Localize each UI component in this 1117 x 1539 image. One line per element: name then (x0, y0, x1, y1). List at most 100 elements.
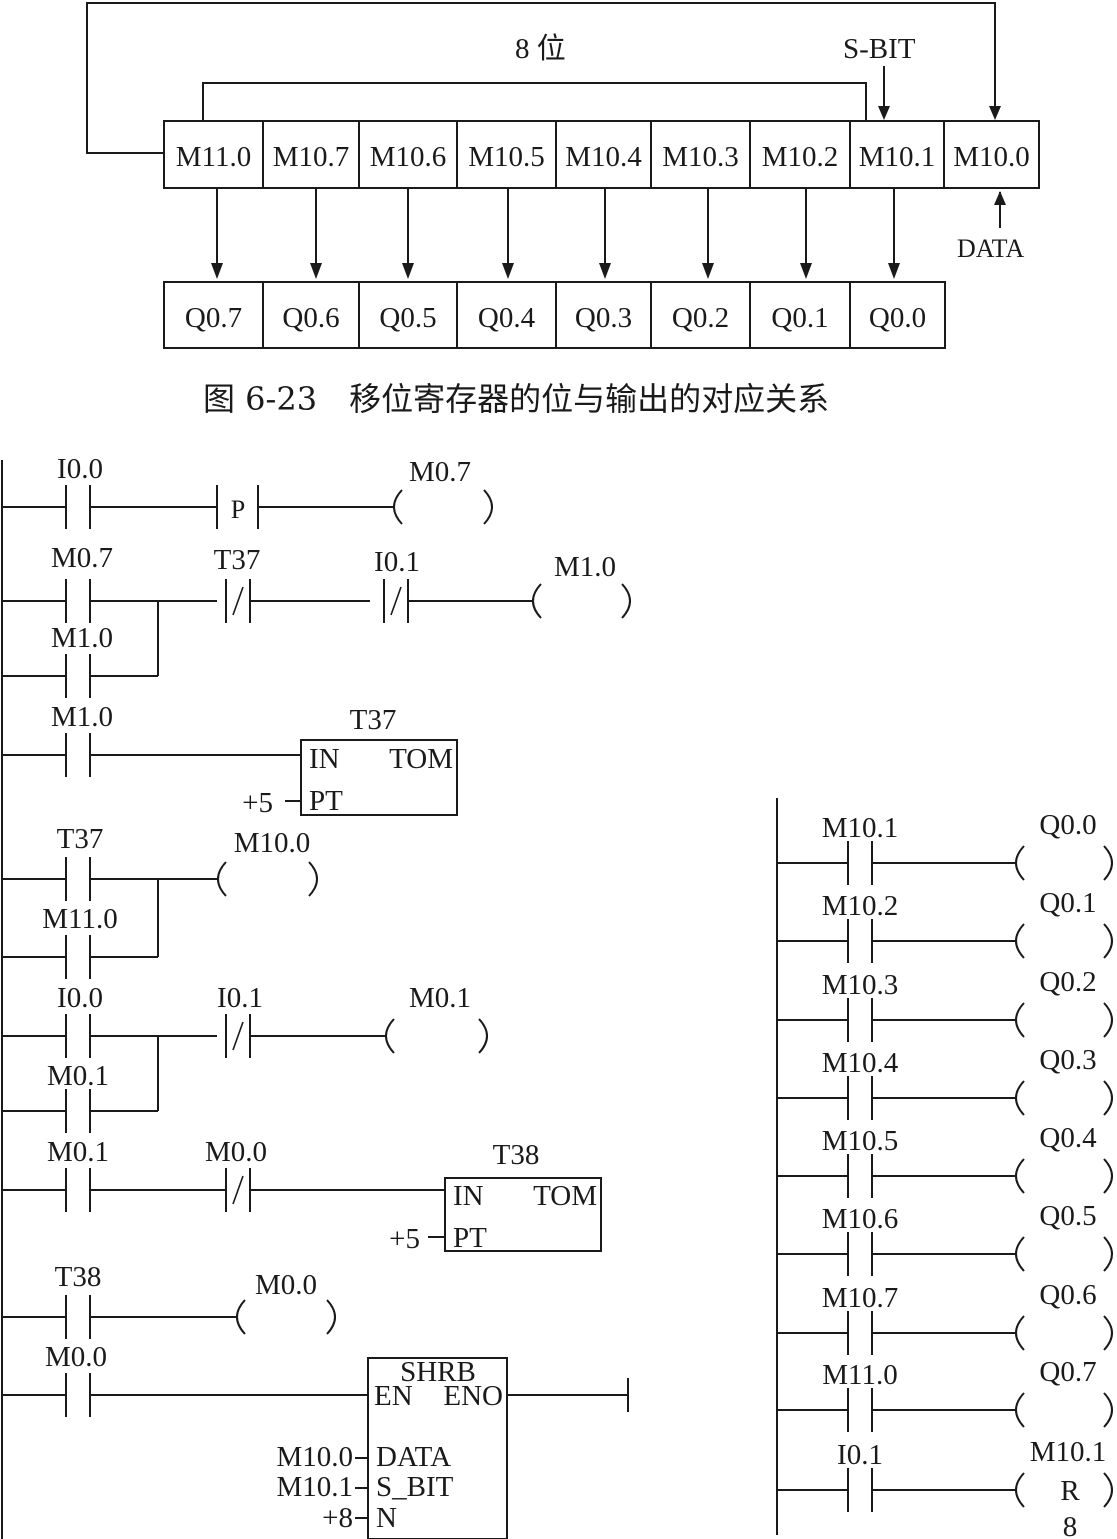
right-contact (777, 1388, 1015, 1432)
coil-label: M1.0 (554, 551, 616, 583)
coil-label: M10.1 (1030, 1436, 1107, 1468)
right-coil (1015, 1472, 1113, 1508)
right-coil (1015, 1002, 1113, 1038)
output-cell-label: Q0.7 (185, 302, 242, 334)
nc-slash (390, 586, 402, 616)
contact-label: M10.5 (822, 1125, 899, 1157)
register-cell-label: M10.7 (273, 141, 350, 173)
coil-label: Q0.4 (1039, 1122, 1097, 1154)
contact-t37-nc (225, 579, 370, 623)
coil-label: Q0.7 (1039, 1356, 1096, 1388)
right-contact (777, 998, 1015, 1042)
coil-right-arc (478, 1018, 488, 1054)
output-cell-label: Q0.5 (379, 302, 436, 334)
contact-label: M0.0 (205, 1136, 267, 1168)
right-contact (777, 1154, 1015, 1198)
contact-t37 (2, 857, 217, 901)
output-cell-label: Q0.3 (575, 302, 632, 334)
coil-label: M0.7 (409, 456, 471, 488)
timer-box-t37 (300, 739, 458, 816)
contact-label: T38 (55, 1261, 102, 1293)
nc-slash (232, 1021, 244, 1051)
coil-right-arc (621, 583, 631, 619)
contact-label: M1.0 (51, 701, 113, 733)
right-coil (1015, 1158, 1113, 1194)
register-cell-label: M10.2 (762, 141, 839, 173)
arrow-head (310, 263, 322, 279)
coil-right-arc (1103, 845, 1113, 881)
arrow-head (211, 263, 223, 279)
right-coil (1015, 1236, 1113, 1272)
timer-type-label: TOM (533, 1180, 597, 1212)
register-cell-label: M10.6 (370, 141, 447, 173)
right-rung: M10.7 Q0.6 (777, 1279, 1113, 1355)
contact-m01 (2, 1168, 226, 1212)
shrb-title: SHRB (400, 1356, 476, 1388)
contact-label: M10.4 (822, 1047, 899, 1079)
data-input-label: DATA (957, 234, 1024, 263)
timer-in-label: IN (453, 1180, 484, 1212)
coil-right-arc (1103, 1002, 1113, 1038)
coil-right-arc (1103, 1158, 1113, 1194)
contact-label: M1.0 (51, 622, 113, 654)
output-cell-label: Q0.0 (869, 302, 926, 334)
coil-m07 (393, 489, 493, 525)
contact-label: I0.1 (374, 546, 420, 578)
arrow-head (402, 263, 414, 279)
contact-label: I0.0 (57, 453, 103, 485)
coil-m10 (532, 583, 631, 619)
arrow-head (599, 263, 611, 279)
output-cell-label: Q0.6 (282, 302, 339, 334)
shrb-en-label: EN (374, 1380, 413, 1412)
timer-in-label: IN (309, 743, 340, 775)
arrow-head (502, 263, 514, 279)
coil-right-arc (326, 1299, 336, 1335)
output-cell-label: Q0.4 (478, 302, 536, 334)
coil-right-arc (1103, 1080, 1113, 1116)
arrow-head (702, 263, 714, 279)
nc-slash (232, 586, 244, 616)
coil-left-arc (1015, 1002, 1025, 1038)
timer-name: T37 (350, 704, 397, 736)
right-contact (777, 1468, 1015, 1512)
contact-label: M0.7 (51, 542, 113, 574)
contact-label: I0.1 (837, 1439, 883, 1471)
contact-label: M11.0 (42, 903, 117, 935)
contact-m10-parallel (2, 654, 158, 698)
right-coil (1015, 923, 1113, 959)
coil-label: Q0.3 (1039, 1044, 1096, 1076)
right-coil (1015, 1080, 1113, 1116)
shrb-sbit-value: M10.1 (276, 1471, 353, 1503)
register-cell-label: M10.0 (953, 141, 1030, 173)
right-coil (1015, 1392, 1113, 1428)
right-contact (777, 1311, 1015, 1355)
right-coil (1015, 1315, 1113, 1351)
contact-i00 (2, 485, 217, 529)
right-rung: M10.4 Q0.3 (777, 1044, 1113, 1120)
coil-type-label: R (1060, 1475, 1080, 1507)
timer-name: T38 (493, 1139, 540, 1171)
shrb-n-value: +8 (322, 1502, 353, 1534)
contact-label: T37 (57, 823, 104, 855)
right-rung: M10.5 Q0.4 (777, 1122, 1113, 1198)
contact-label: M10.7 (822, 1282, 899, 1314)
coil-left-arc (385, 1018, 395, 1054)
coil-label: Q0.6 (1039, 1279, 1096, 1311)
contact-label: M11.0 (822, 1359, 897, 1391)
coil-m00 (236, 1299, 336, 1335)
coil-label: Q0.1 (1039, 887, 1096, 919)
register-cell-label: M11.0 (176, 141, 251, 173)
shrb-data-label: DATA (376, 1441, 451, 1473)
